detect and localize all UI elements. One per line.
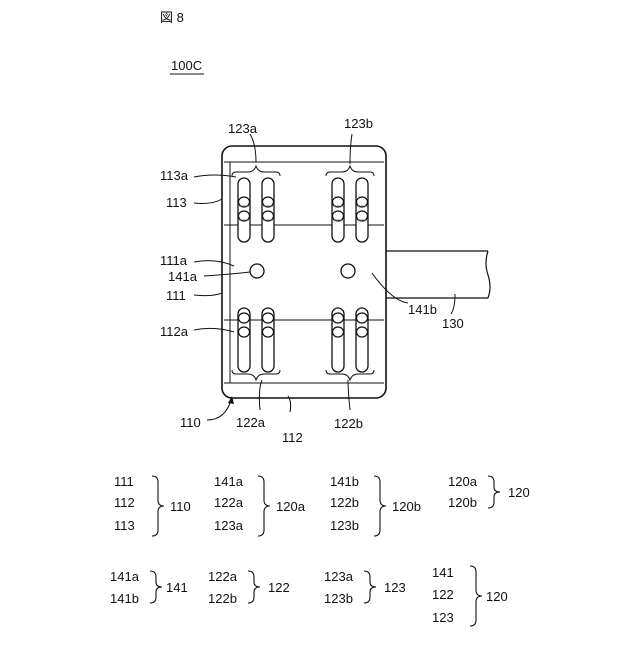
- legend-item: 122b: [330, 495, 359, 510]
- label-141a: 141a: [168, 269, 198, 284]
- legend-group-110: 111 112 113 110: [114, 474, 191, 536]
- terminal-141a: [250, 264, 264, 278]
- legend-group-120a: 141a 122a 123a 120a: [214, 474, 306, 536]
- legend-item: 122: [432, 587, 454, 602]
- legend-group-123: 123a 123b 123: [324, 569, 406, 606]
- legend-result: 120b: [392, 499, 421, 514]
- cable-130: [386, 251, 490, 298]
- legend-result: 123: [384, 580, 406, 595]
- legend-result: 110: [170, 499, 191, 514]
- legend-item: 141b: [330, 474, 359, 489]
- legend-item: 122a: [214, 495, 244, 510]
- legend-item: 123: [432, 610, 454, 625]
- legend-item: 123b: [330, 518, 359, 533]
- legend-item: 111: [114, 474, 134, 489]
- label-113: 113: [166, 195, 187, 210]
- legend-item: 112: [114, 495, 135, 510]
- legend-group-120: 120a 120b 120: [448, 474, 530, 510]
- legend-group-122: 122a 122b 122: [208, 569, 290, 606]
- legend-item: 123b: [324, 591, 353, 606]
- label-113a: 113a: [160, 168, 189, 183]
- label-122b: 122b: [334, 416, 363, 431]
- label-112a: 112a: [160, 324, 189, 339]
- legend-result: 141: [166, 580, 188, 595]
- arrow-110: [207, 396, 234, 420]
- legend-item: 141a: [214, 474, 244, 489]
- figure-title: 図 8: [160, 10, 184, 25]
- legend-result: 122: [268, 580, 290, 595]
- label-141b: 141b: [408, 302, 437, 317]
- label-123b: 123b: [344, 116, 373, 131]
- legend-item: 113: [114, 518, 135, 533]
- label-112: 112: [282, 430, 303, 445]
- legend-item: 123a: [324, 569, 354, 584]
- label-111: 111: [166, 288, 186, 303]
- legend-group-120-combined: 141 122 123 120: [432, 565, 508, 626]
- label-111a: 111a: [160, 253, 188, 268]
- legend-item: 141a: [110, 569, 140, 584]
- label-130: 130: [442, 316, 464, 331]
- label-123a: 123a: [228, 121, 258, 136]
- terminal-141b: [341, 264, 355, 278]
- label-110: 110: [180, 415, 201, 430]
- legend-result: 120: [508, 485, 530, 500]
- legend-item: 123a: [214, 518, 244, 533]
- legend-item: 122b: [208, 591, 237, 606]
- device-reference: 100C: [171, 58, 202, 73]
- legend-group-120b: 141b 122b 123b 120b: [330, 474, 421, 536]
- legend-item: 120b: [448, 495, 477, 510]
- legend-group-141: 141a 141b 141: [110, 569, 188, 606]
- legend-item: 141b: [110, 591, 139, 606]
- label-122a: 122a: [236, 415, 266, 430]
- legend-item: 141: [432, 565, 454, 580]
- legend-item: 122a: [208, 569, 238, 584]
- legend-result: 120: [486, 589, 508, 604]
- legend-item: 120a: [448, 474, 478, 489]
- legend-result: 120a: [276, 499, 306, 514]
